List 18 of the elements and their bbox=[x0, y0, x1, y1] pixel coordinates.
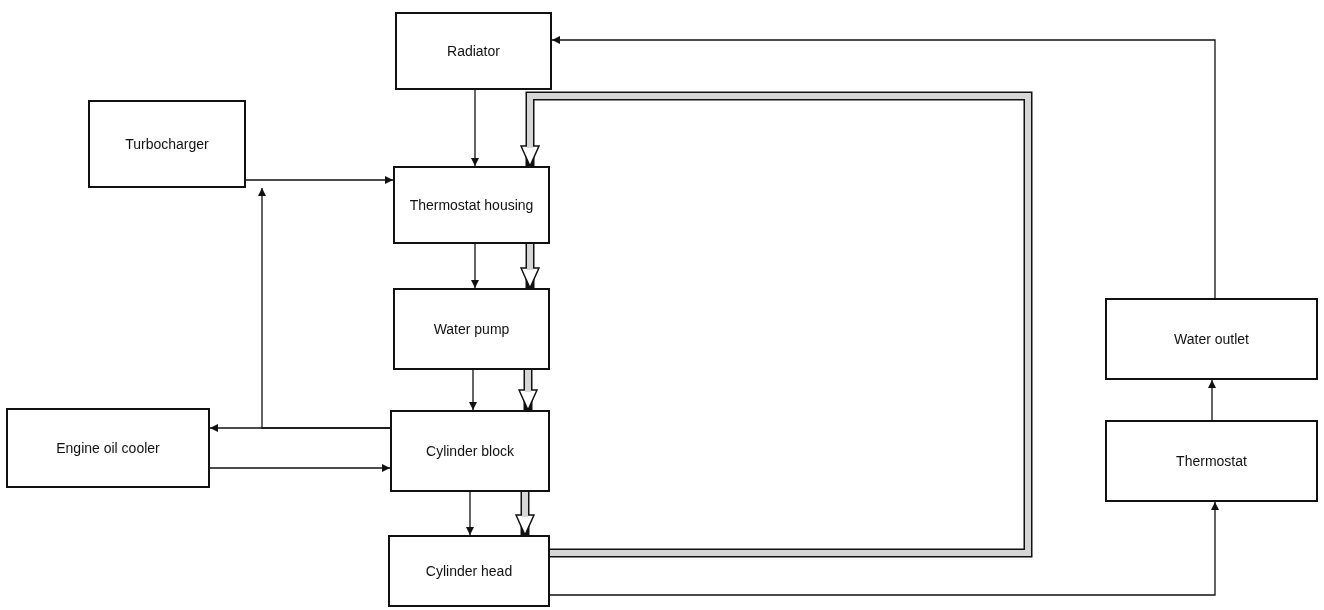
node-label: Thermostat housing bbox=[408, 195, 535, 215]
process-box bbox=[395, 12, 552, 90]
process-box bbox=[1105, 420, 1318, 502]
process-box bbox=[1105, 298, 1318, 380]
process-box bbox=[393, 288, 550, 370]
node-label: Water outlet bbox=[1173, 329, 1250, 349]
node-label: Thermostat bbox=[1175, 451, 1248, 471]
process-box bbox=[388, 535, 550, 607]
node-label: Cylinder block bbox=[425, 441, 515, 461]
node-label: Turbocharger bbox=[124, 134, 210, 154]
process-box bbox=[6, 408, 210, 488]
process-box bbox=[393, 166, 550, 244]
node-label: Cylinder head bbox=[424, 561, 514, 581]
node-label: Engine oil cooler bbox=[55, 438, 161, 458]
node-label: Water pump bbox=[432, 319, 511, 339]
process-box bbox=[390, 410, 550, 492]
process-box bbox=[88, 100, 246, 188]
node-label: Radiator bbox=[446, 41, 501, 61]
